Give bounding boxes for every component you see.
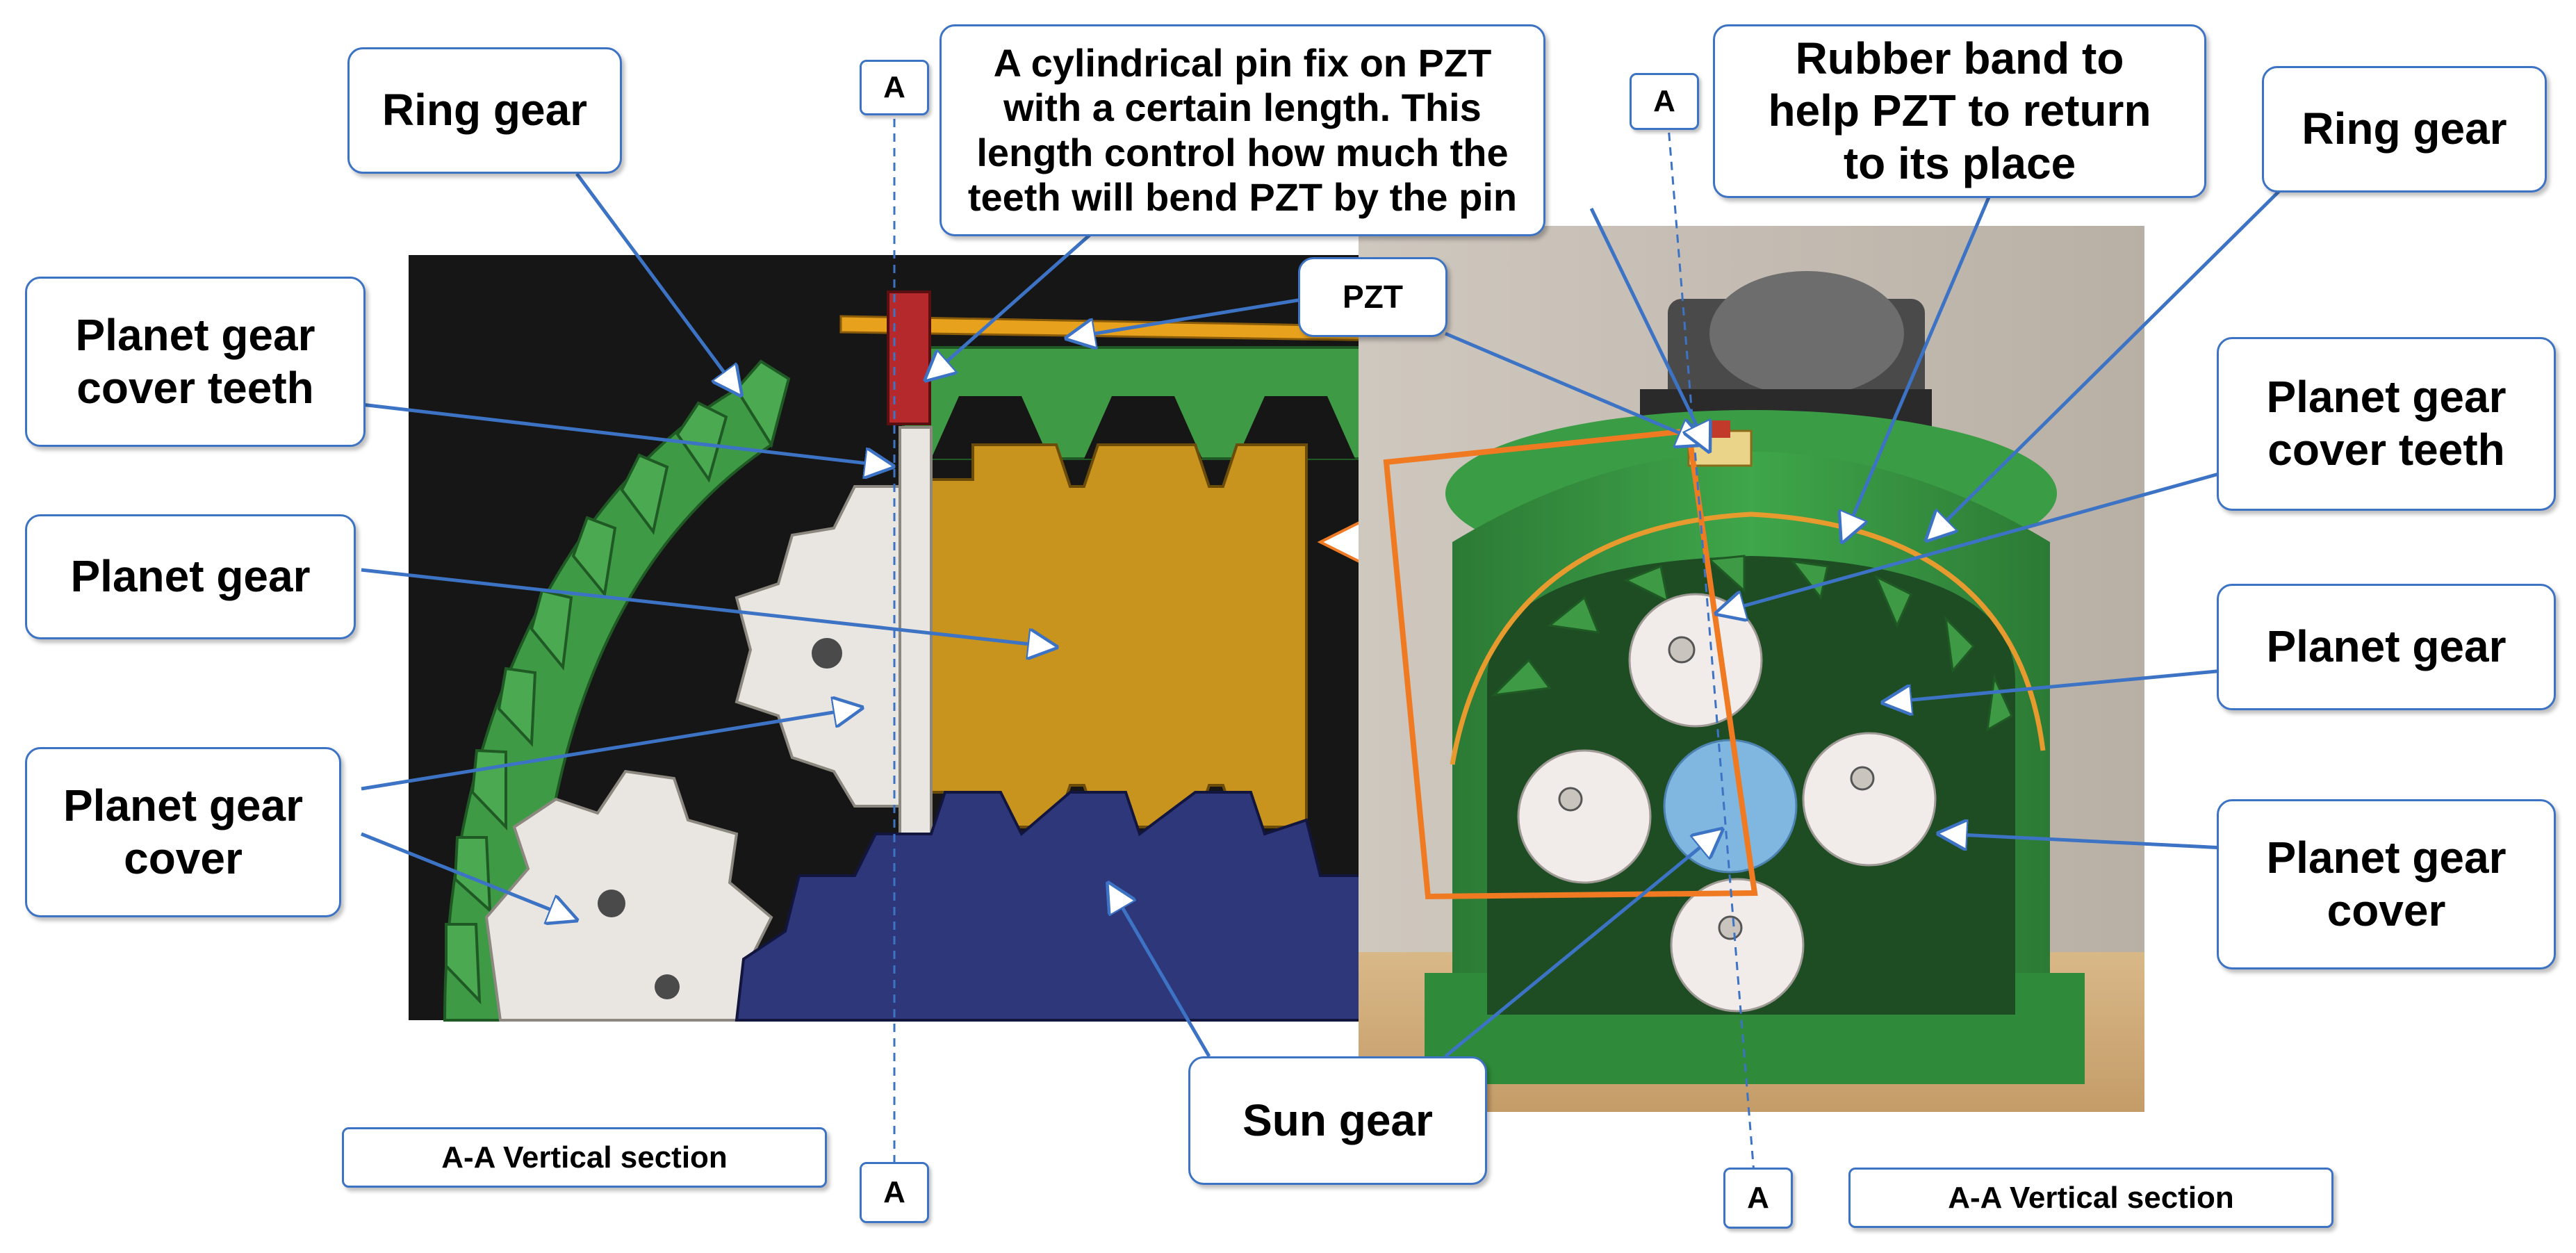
- callout-cylindrical-pin: A cylindrical pin fix on PZT with a cert…: [940, 24, 1545, 236]
- callout-ring-gear-left: Ring gear: [347, 47, 622, 174]
- callout-pin-line1: A cylindrical pin fix on PZT: [993, 40, 1492, 85]
- callout-rubber-line2-pzt: PZT: [1871, 85, 1956, 136]
- callout-planet-cover-teeth-left-line1: Planet gear: [75, 309, 315, 360]
- callout-pin-line4: teeth will bend PZT by the pin: [967, 174, 1518, 219]
- callout-planet-cover-teeth-right: Planet gear cover teeth: [2217, 337, 2556, 511]
- planet-gear-cover-cad: [930, 443, 1308, 828]
- callout-rubber-line2-a: help: [1768, 85, 1872, 136]
- callout-planet-gear-right: Planet gear: [2217, 584, 2556, 710]
- callout-planet-cover-teeth-right-line1: Planet gear: [2266, 372, 2507, 423]
- section-label-left-text: A-A Vertical section: [441, 1140, 728, 1174]
- photo-view: [1359, 117, 2144, 1182]
- callout-planet-cover-left-line2: cover: [124, 833, 243, 883]
- callout-planet-cover-right-line1: Planet gear: [2266, 832, 2507, 883]
- section-line-right: [1666, 117, 1756, 1182]
- rubber-band-photo: [1450, 511, 2046, 765]
- section-marker-right-top-text: A: [1653, 84, 1675, 118]
- cad-section-view: [409, 104, 1433, 1181]
- section-marker-right-top: A: [1630, 73, 1699, 130]
- callout-rubber-line1: Rubber band to: [1795, 33, 2124, 83]
- callout-rubber-line3: to its place: [1843, 138, 2076, 188]
- sun-gear-photo: [1663, 739, 1798, 874]
- callout-pzt: PZT: [1298, 257, 1447, 337]
- callout-sun-gear-text: Sun gear: [1242, 1095, 1433, 1145]
- section-marker-left-top: A: [860, 60, 929, 115]
- callout-planet-cover-teeth-right-line2: cover teeth: [2267, 425, 2505, 475]
- section-marker-left-bottom: A: [860, 1162, 929, 1223]
- sun-gear-cad: [735, 791, 1363, 1022]
- callout-planet-cover-teeth-left: Planet gear cover teeth: [25, 277, 366, 447]
- callout-pzt-text: PZT: [1343, 279, 1403, 316]
- callout-pin-line3: length control how much the: [976, 130, 1509, 174]
- callout-planet-cover-right-line2: cover: [2327, 885, 2446, 935]
- callout-planet-gear-left-text: Planet gear: [70, 551, 311, 602]
- callout-pin-line2: with a certain length. This: [1003, 85, 1482, 130]
- section-marker-right-bottom: A: [1723, 1168, 1793, 1229]
- callout-ring-gear-right: Ring gear: [2262, 66, 2547, 193]
- callout-planet-cover-left: Planet gear cover: [25, 747, 341, 917]
- callout-planet-cover-left-line1: Planet gear: [63, 780, 304, 830]
- callout-ring-gear-right-text: Ring gear: [2302, 104, 2507, 154]
- section-marker-left-top-text: A: [883, 70, 905, 104]
- section-marker-right-bottom-text: A: [1747, 1181, 1769, 1215]
- callout-planet-gear-right-text: Planet gear: [2266, 621, 2507, 672]
- callout-planet-cover-right: Planet gear cover: [2217, 799, 2556, 969]
- callout-rubber-line2: help PZT to return: [1768, 85, 2151, 138]
- callout-rubber-line2-c: to return: [1955, 85, 2151, 136]
- callout-rubber-band: Rubber band to help PZT to return to its…: [1713, 24, 2206, 198]
- section-box: [1383, 427, 1758, 900]
- section-label-right: A-A Vertical section: [1848, 1168, 2333, 1228]
- callout-planet-cover-teeth-left-line2: cover teeth: [76, 362, 314, 413]
- callout-planet-gear-left: Planet gear: [25, 514, 356, 639]
- section-label-left: A-A Vertical section: [342, 1127, 827, 1188]
- section-marker-left-bottom-text: A: [883, 1175, 905, 1209]
- callout-sun-gear: Sun gear: [1188, 1056, 1487, 1185]
- callout-ring-gear-left-text: Ring gear: [382, 85, 588, 136]
- leader-arrows: [361, 172, 2288, 1058]
- section-label-right-text: A-A Vertical section: [1948, 1180, 2234, 1215]
